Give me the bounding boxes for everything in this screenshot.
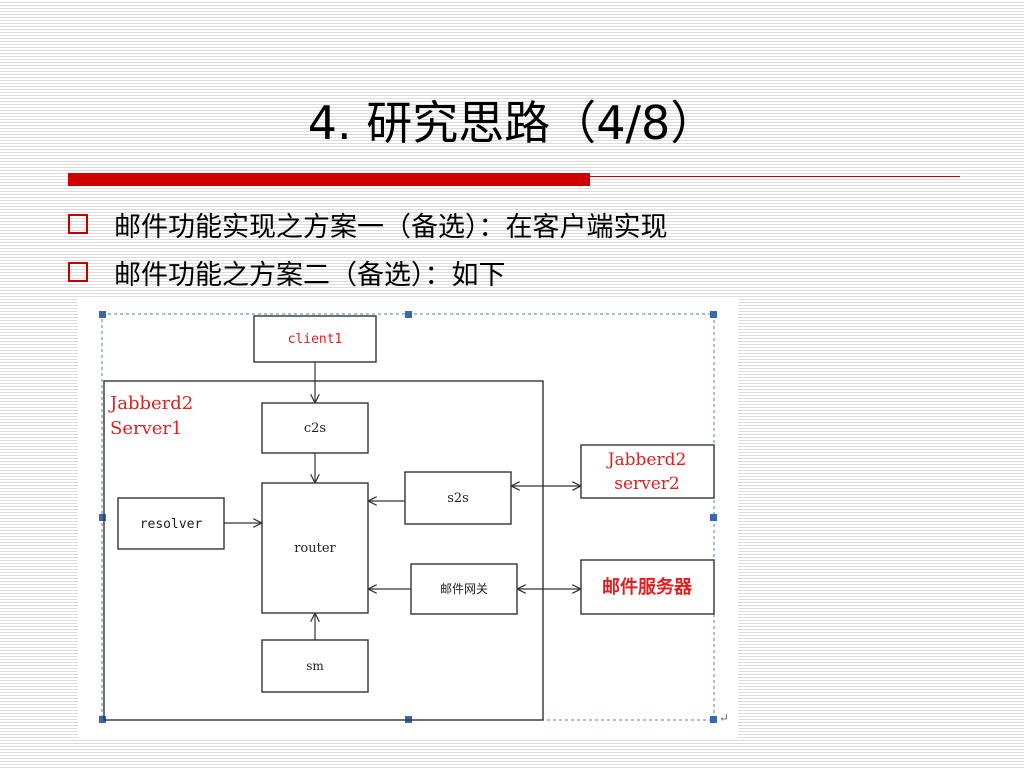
router-node: [261, 482, 369, 614]
router-label: router: [294, 541, 336, 556]
server1-label-line1: Jabberd2: [108, 393, 193, 414]
selection-handle[interactable]: [99, 311, 106, 318]
c2s-label: c2s: [304, 421, 326, 436]
selection-handle[interactable]: [99, 514, 106, 521]
selection-handle[interactable]: [710, 311, 717, 318]
return-mark-icon: ↵: [719, 711, 729, 725]
mail-server-node: [580, 559, 715, 615]
slide-title: 4. 研究思路（4/8）: [307, 96, 717, 150]
bullet-item-2: 邮件功能之方案二（备选）：如下: [68, 252, 506, 292]
bullet-text-2: 邮件功能之方案二（备选）：如下: [114, 259, 506, 291]
title-underline-thick: [68, 173, 590, 186]
selection-handle[interactable]: [710, 716, 717, 723]
square-bullet-icon: [68, 214, 88, 234]
server1-label-line2: Server1: [110, 418, 182, 439]
bullet-text-1: 邮件功能实现之方案一（备选）：在客户端实现: [114, 211, 668, 243]
server2-label-line1: Jabberd2: [606, 450, 687, 470]
square-bullet-icon: [68, 262, 88, 282]
mail-gateway-node: [410, 563, 518, 615]
server1-group: [103, 380, 544, 721]
selection-handle[interactable]: [405, 311, 412, 318]
s2s-node: [404, 471, 512, 525]
selection-handle[interactable]: [99, 716, 106, 723]
resolver-label: resolver: [140, 517, 203, 532]
sm-label: sm: [306, 659, 324, 673]
bullet-item-1: 邮件功能实现之方案一（备选）：在客户端实现: [68, 204, 668, 244]
client1-label: client1: [288, 332, 343, 347]
title-underline-thin: [590, 176, 960, 177]
selection-handle[interactable]: [710, 514, 717, 521]
server2-label-line2: server2: [614, 474, 680, 494]
sm-node: [261, 639, 369, 693]
s2s-label: s2s: [447, 491, 469, 506]
client1-node: [253, 315, 377, 363]
c2s-node: [261, 402, 369, 454]
jabberd2-server2-node: [580, 444, 715, 499]
mail-server-label: 邮件服务器: [602, 576, 693, 598]
mail-gateway-label: 邮件网关: [440, 582, 488, 596]
